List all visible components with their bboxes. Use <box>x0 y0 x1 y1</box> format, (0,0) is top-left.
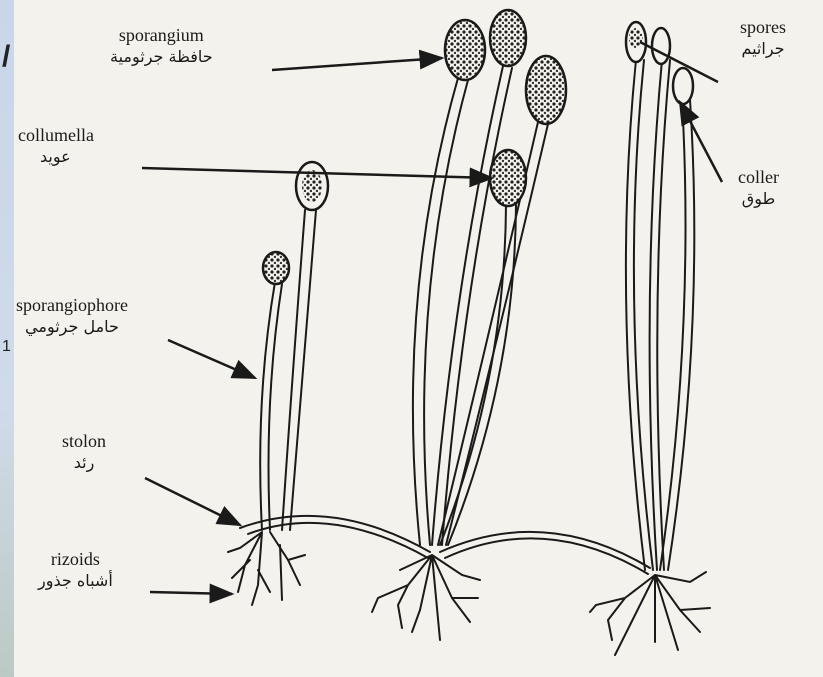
label-stolon-en: stolon <box>62 430 106 452</box>
label-sporangium-en: sporangium <box>110 24 213 46</box>
label-rizoids-ar: أشباه جذور <box>38 570 113 592</box>
label-rizoids-en: rizoids <box>38 548 113 570</box>
label-collumella-ar: عويد <box>18 146 94 168</box>
label-spores-ar: جراثيم <box>740 38 786 60</box>
sporangium-m2 <box>490 10 526 66</box>
label-rizoids: rizoids أشباه جذور <box>38 548 113 592</box>
rhizoids-middle <box>372 555 480 640</box>
label-sporangium: sporangium حافظة جرثومية <box>110 24 213 68</box>
label-sporangiophore-en: sporangiophore <box>16 294 128 316</box>
sporangium-m3 <box>526 56 566 124</box>
label-stolon-ar: رئد <box>62 452 106 474</box>
label-coller: coller طوق <box>738 166 779 210</box>
stolon-left <box>240 516 430 552</box>
label-spores: spores جراثيم <box>740 16 786 60</box>
sporangium-m1 <box>445 20 485 80</box>
pointer-stolon <box>145 478 240 525</box>
sporangiophore-r1 <box>626 60 645 570</box>
rhizoids-left <box>228 532 305 605</box>
label-sporangium-ar: حافظة جرثومية <box>110 46 213 68</box>
sporangium-m4 <box>490 150 526 206</box>
rhizoids-right <box>590 572 710 655</box>
sporangiophore-l1 <box>260 282 275 530</box>
pointer-coller <box>680 102 722 182</box>
sporangiophore-r3 <box>660 100 686 570</box>
sporangium-r2 <box>652 28 670 64</box>
label-coller-en: coller <box>738 166 779 188</box>
label-sporangiophore: sporangiophore حامل جرثومي <box>16 294 128 338</box>
pointer-rizoids <box>150 592 232 594</box>
stolon-right-inner <box>445 538 648 574</box>
pointer-sporangium <box>272 58 442 70</box>
label-spores-en: spores <box>740 16 786 38</box>
pointer-sporangiophore <box>168 340 255 378</box>
label-collumella: collumella عويد <box>18 124 94 168</box>
label-coller-ar: طوق <box>738 188 779 210</box>
label-stolon: stolon رئد <box>62 430 106 474</box>
sporangium-r3 <box>673 68 693 104</box>
label-collumella-en: collumella <box>18 124 94 146</box>
label-sporangiophore-ar: حامل جرثومي <box>16 316 128 338</box>
stolon-right <box>440 532 650 568</box>
sporangium-l1 <box>263 252 289 284</box>
